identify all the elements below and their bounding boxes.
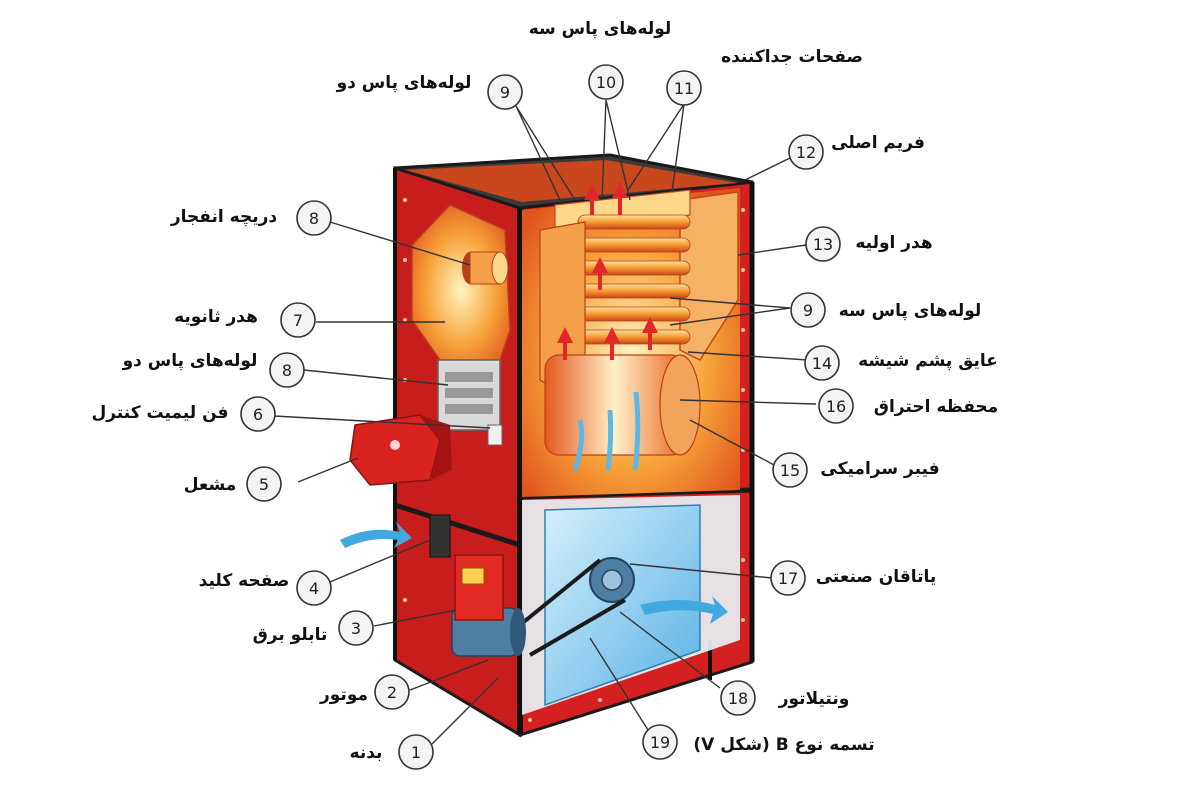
callout-markers: 10 9 11 12 13 9 14 16 15 17 18 19 8 7 8 … [240, 64, 854, 770]
callout-13-label: هدر اولیه [855, 233, 932, 253]
svg-text:6: 6 [253, 405, 263, 424]
callout-7-marker: 7 [280, 302, 316, 338]
electrical-panel [454, 554, 504, 621]
callout-9-top-marker: 9 [487, 74, 523, 110]
switch-plate [429, 514, 451, 558]
callout-19-label: تسمه نوع B (شکل V) [693, 735, 874, 755]
callout-4-label: صفحه کلید [199, 571, 290, 591]
svg-text:9: 9 [803, 301, 813, 320]
callout-15-label: فیبر سرامیکی [820, 459, 939, 479]
callout-1-label: بدنه [350, 743, 383, 763]
svg-text:16: 16 [826, 397, 846, 416]
air-outlet-arrow [640, 596, 728, 624]
callout-7-label: هدر ثانویه [174, 307, 258, 327]
callout-11-label: صفحات جداکننده [721, 47, 863, 67]
callout-18-marker: 18 [720, 680, 756, 716]
callout-14-label: عایق پشم شیشه [858, 351, 998, 371]
svg-text:19: 19 [650, 733, 670, 752]
callout-8-mid-label: لوله‌های پاس دو [122, 351, 258, 371]
svg-text:8: 8 [282, 361, 292, 380]
callout-labels: لوله‌های پاس سه لوله‌های پاس دو صفحات جد… [91, 19, 998, 763]
callout-4-marker: 4 [296, 570, 332, 606]
callout-10-label: لوله‌های پاس سه [529, 19, 672, 39]
explosion-vent [462, 251, 509, 285]
callout-8-top-marker: 8 [296, 200, 332, 236]
callout-2-label: موتور [319, 685, 368, 705]
callout-1-marker: 1 [398, 734, 434, 770]
callout-5-label: مشعل [184, 475, 237, 495]
callout-16-label: محفظه احتراق [874, 397, 998, 417]
combustion-chamber [544, 354, 701, 456]
callout-8-mid-marker: 8 [269, 352, 305, 388]
callout-13-marker: 13 [805, 226, 841, 262]
callout-6-label: فن لیمیت کنترل [91, 403, 228, 423]
callout-8-top-label: دریچه انفجار [170, 207, 278, 227]
svg-text:14: 14 [812, 354, 832, 373]
air-flow-arrows-up [572, 391, 641, 471]
heat-exchanger [522, 182, 740, 497]
hot-gas-flow-arrows [557, 182, 658, 360]
fan-compartment [340, 495, 740, 715]
callout-3-marker: 3 [338, 610, 374, 646]
svg-text:15: 15 [780, 461, 800, 480]
callout-19-marker: 19 [642, 724, 678, 760]
callout-17-marker: 17 [770, 560, 806, 596]
callout-11-marker: 11 [666, 70, 702, 106]
cold-air-inlet-arrow [340, 522, 412, 548]
industrial-bearing-pulley [589, 557, 635, 603]
svg-text:5: 5 [259, 475, 269, 494]
secondary-header-assembly [411, 204, 511, 446]
burner [349, 414, 452, 486]
svg-text:8: 8 [309, 209, 319, 228]
callout-14-marker: 14 [804, 345, 840, 381]
callout-12-label: فریم اصلی [831, 133, 925, 153]
callout-15-marker: 15 [772, 452, 808, 488]
secondary-header [411, 204, 511, 361]
svg-text:4: 4 [309, 579, 319, 598]
svg-text:2: 2 [387, 683, 397, 702]
callout-9-top-label: لوله‌های پاس دو [336, 73, 472, 93]
svg-text:17: 17 [778, 569, 798, 588]
callout-16-marker: 16 [818, 388, 854, 424]
svg-text:7: 7 [293, 311, 303, 330]
callout-10-marker: 10 [588, 64, 624, 100]
callout-3-label: تابلو برق [253, 625, 328, 645]
callout-9-right-marker: 9 [790, 292, 826, 328]
callout-9-right-label: لوله‌های پاس سه [839, 301, 982, 321]
svg-text:3: 3 [351, 619, 361, 638]
callout-18-label: ونتیلاتور [778, 689, 850, 709]
callout-12-marker: 12 [788, 134, 824, 170]
svg-text:11: 11 [674, 79, 694, 98]
ventilator-housing [544, 504, 701, 707]
callout-17-label: یاتاقان صنعتی [816, 567, 937, 587]
svg-text:9: 9 [500, 83, 510, 102]
svg-text:1: 1 [411, 743, 421, 762]
svg-text:12: 12 [796, 143, 816, 162]
callout-5-marker: 5 [246, 466, 282, 502]
v-belt [518, 558, 627, 657]
svg-text:13: 13 [813, 235, 833, 254]
svg-text:10: 10 [596, 73, 616, 92]
callout-6-marker: 6 [240, 396, 276, 432]
svg-text:18: 18 [728, 689, 748, 708]
leader-lines [273, 99, 817, 745]
callout-2-marker: 2 [374, 674, 410, 710]
